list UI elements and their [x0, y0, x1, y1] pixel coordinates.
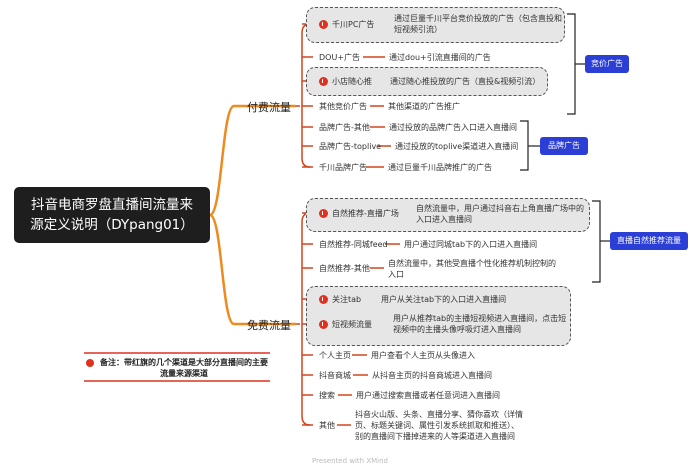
red-flag-icon — [319, 77, 328, 86]
leaf-natural-other[interactable]: 自然推荐-其他 — [319, 264, 370, 273]
desc-dou-plus: 通过dou+引流直播间的广告 — [389, 53, 491, 62]
tag-brand-ads[interactable]: 品牌广告 — [540, 137, 588, 155]
red-flag-icon — [319, 295, 328, 304]
desc-qianchuan-pc: 通过巨量千川平台竞价投放的广告（包含直投和短视频引流） — [394, 14, 562, 34]
highlight-group-follow-shortvideo — [306, 286, 571, 346]
note-text: 备注：带红旗的几个渠道是大部分直播间的主要流量来源渠道 — [100, 358, 268, 378]
desc-same-city-feed: 用户通过同城tab下的入口进入直播间 — [404, 240, 538, 249]
leaf-short-video[interactable]: 短视频流量 — [332, 320, 372, 329]
desc-short-video: 用户从推荐tab的主播短视频进入直播间，点击短视频中的主播头像呼吸灯进入直播间 — [393, 314, 567, 334]
desc-natural-other: 自然流量中，其他受直播个性化推荐机制控制的入口 — [388, 259, 556, 279]
desc-other: 抖音火山版、头条、直播分享、猜你喜欢（详情页、标题关键词、属性引发系统抓取和推送… — [355, 410, 523, 441]
red-flag-icon — [319, 320, 328, 329]
branch-paid-traffic[interactable]: 付费流量 — [247, 101, 291, 114]
tag-bidding-ads[interactable]: 竞价广告 — [585, 55, 629, 73]
central-topic-line-1: 抖音电商罗盘直播间流量来 — [31, 197, 193, 213]
leaf-live-square[interactable]: 自然推荐-直播广场 — [332, 209, 399, 218]
xmind-footer: Presented with XMind — [312, 457, 388, 465]
desc-douyin-mall: 从抖音主页的抖音商城进入直播间 — [372, 371, 492, 380]
leaf-other[interactable]: 其他 — [319, 421, 335, 430]
desc-xiaodian: 通过随心推投放的广告（直投&视频引流） — [390, 77, 541, 86]
desc-brand-other: 通过投放的品牌广告入口进入直播间 — [389, 123, 517, 132]
highlight-group-xiaodian — [306, 67, 548, 96]
desc-qianchuan-brand: 通过巨量千川品牌推广的广告 — [388, 163, 492, 172]
leaf-xiaodian[interactable]: 小店随心推 — [332, 77, 372, 86]
central-topic[interactable]: 抖音电商罗盘直播间流量来 源定义说明（DYpang01） — [14, 187, 210, 243]
highlight-group-live-square — [306, 198, 590, 232]
branch-free-traffic[interactable]: 免费流量 — [247, 319, 291, 332]
desc-search: 用户通过搜索直播或者任意词进入直播间 — [356, 391, 500, 400]
leaf-follow-tab[interactable]: 关注tab — [332, 295, 362, 304]
desc-follow-tab: 用户从关注tab下的入口进入直播间 — [381, 295, 507, 304]
leaf-brand-toplive[interactable]: 品牌广告-toplive — [319, 142, 382, 151]
desc-other-bidding: 其他渠道的广告推广 — [388, 102, 460, 111]
red-flag-icon — [319, 20, 328, 29]
leaf-douyin-mall[interactable]: 抖音商城 — [319, 371, 351, 380]
tag-natural-recommend[interactable]: 直播自然推荐流量 — [610, 232, 688, 250]
leaf-personal-page[interactable]: 个人主页 — [319, 351, 351, 360]
central-topic-line-2: 源定义说明（DYpang01） — [30, 217, 194, 233]
red-flag-icon — [86, 359, 94, 367]
red-flag-icon — [319, 209, 328, 218]
leaf-search[interactable]: 搜索 — [319, 391, 335, 400]
desc-live-square: 自然流量中，用户通过抖音右上角直播广场中的入口进入直播间 — [416, 204, 584, 224]
leaf-qianchuan-pc[interactable]: 千川PC广告 — [332, 20, 375, 29]
desc-brand-toplive: 通过投放的toplive渠道进入直播间 — [395, 142, 519, 151]
highlight-group-qianchuan-pc — [306, 7, 565, 43]
leaf-same-city-feed[interactable]: 自然推荐-同城feed — [319, 240, 388, 249]
leaf-brand-other[interactable]: 品牌广告-其他 — [319, 123, 370, 132]
leaf-dou-plus[interactable]: DOU+广告 — [319, 53, 361, 62]
desc-personal-page: 用户查看个人主页从头像进入 — [371, 351, 475, 360]
leaf-other-bidding[interactable]: 其他竞价广告 — [319, 102, 367, 111]
leaf-qianchuan-brand[interactable]: 千川品牌广告 — [319, 163, 367, 172]
